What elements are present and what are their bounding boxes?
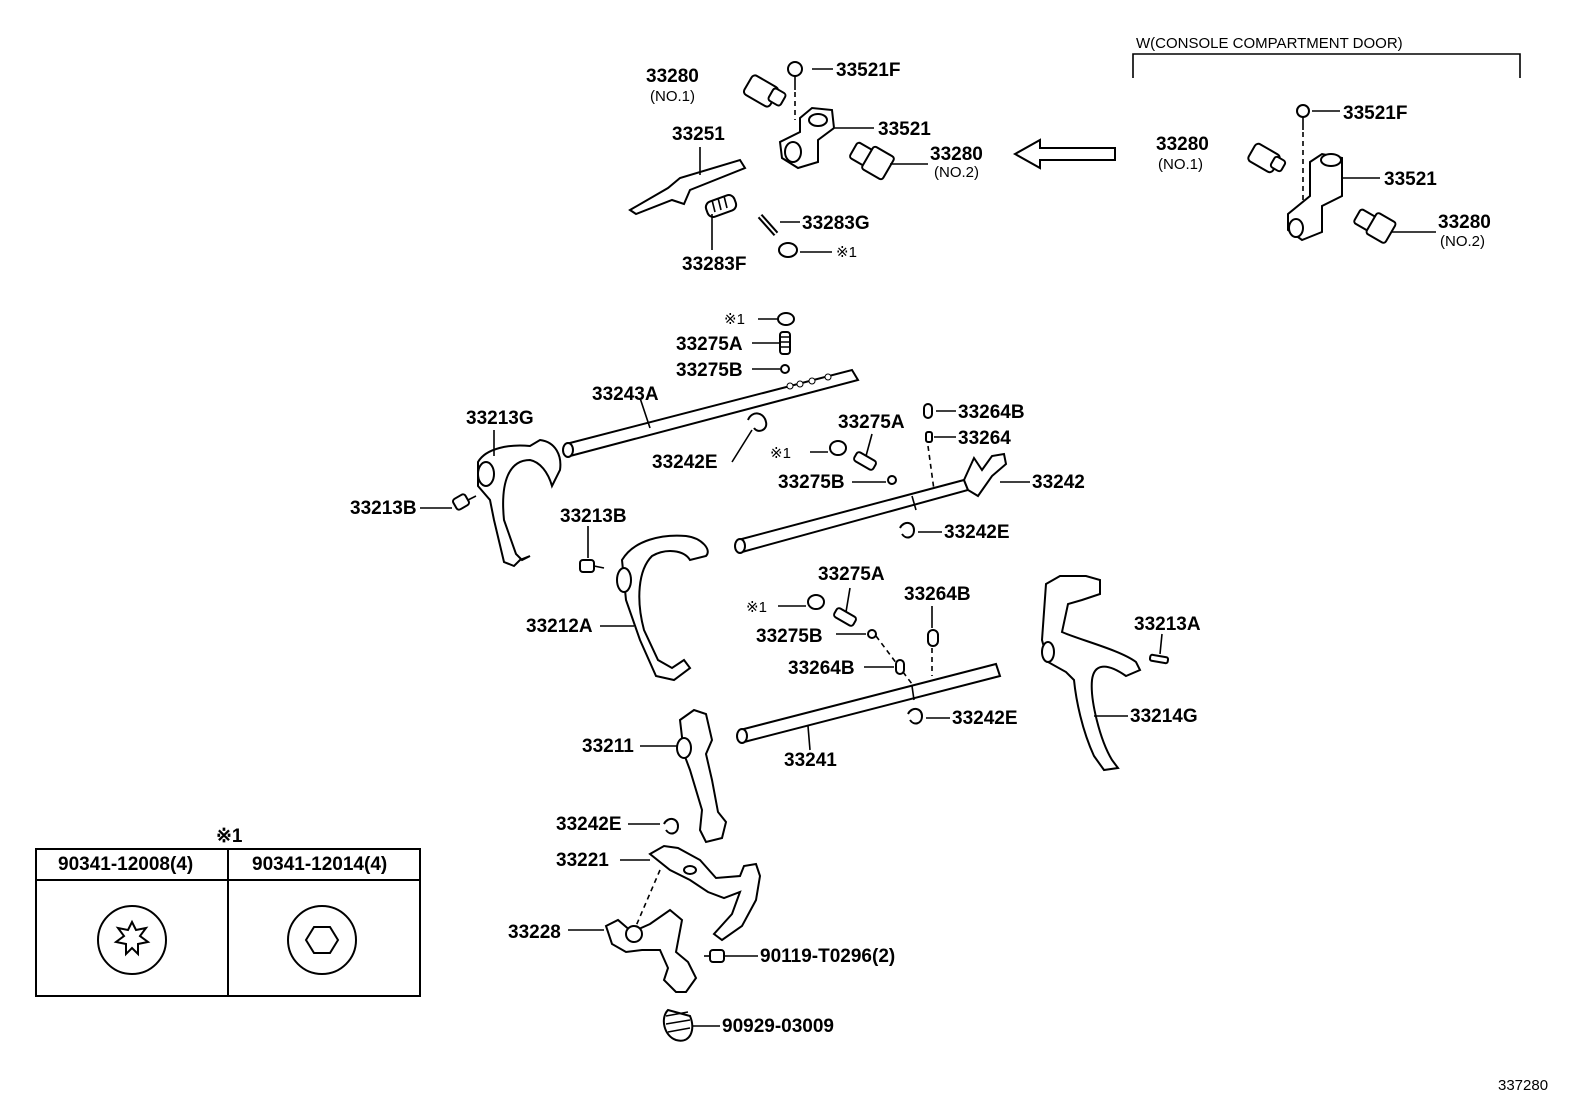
fork-33214g bbox=[1040, 575, 1142, 772]
label-33280-no2: 33280 bbox=[930, 144, 983, 165]
label-33521f: 33521F bbox=[836, 60, 900, 81]
lever-33228 bbox=[568, 908, 698, 993]
label-33241: 33241 bbox=[784, 750, 837, 771]
bolt-33521f bbox=[787, 61, 833, 120]
label-33251: 33251 bbox=[672, 124, 725, 145]
bolt-33213b-1 bbox=[420, 493, 477, 511]
pin-33283g bbox=[757, 214, 800, 236]
variant-bracket bbox=[1132, 53, 1521, 78]
direction-arrow bbox=[1012, 138, 1116, 170]
spring-33283f bbox=[704, 194, 738, 250]
shaft-33242 bbox=[734, 403, 1030, 554]
label-33275a-3: 33275A bbox=[818, 564, 885, 585]
label-33264b-3: 33264B bbox=[788, 658, 855, 679]
label-33213a: 33213A bbox=[1134, 614, 1201, 635]
label-90929: 90929-03009 bbox=[722, 1016, 834, 1037]
label-33275b-1: 33275B bbox=[676, 360, 743, 381]
label-33243a: 33243A bbox=[592, 384, 659, 405]
fork-33212a bbox=[600, 534, 709, 682]
hex-socket-bolt-head-icon bbox=[287, 905, 357, 975]
lever-33221 bbox=[620, 844, 762, 942]
plug-33280-no2 bbox=[849, 141, 928, 181]
label-no2: (NO.2) bbox=[934, 164, 979, 181]
label-33213b-1: 33213B bbox=[350, 498, 417, 519]
torx-bolt-head-icon bbox=[97, 905, 167, 975]
label-33521: 33521 bbox=[878, 119, 931, 140]
legend-col2-header: 90341-12014(4) bbox=[252, 854, 387, 875]
label-note1-shaft-b: ※1 bbox=[770, 445, 791, 462]
label-note1-shaft-a: ※1 bbox=[724, 311, 745, 328]
label-33242e-4: 33242E bbox=[556, 814, 622, 835]
label-33221: 33221 bbox=[556, 850, 609, 871]
label-33242e-3: 33242E bbox=[952, 708, 1018, 729]
figure-id: 337280 bbox=[1498, 1077, 1548, 1094]
label-33280-no1: 33280 bbox=[646, 66, 699, 87]
label-no1: (NO.1) bbox=[650, 88, 695, 105]
label-r-33521f: 33521F bbox=[1343, 103, 1407, 124]
legend-col1-header: 90341-12008(4) bbox=[58, 854, 193, 875]
label-33212a: 33212A bbox=[526, 616, 593, 637]
variant-assembly bbox=[1247, 104, 1436, 244]
legend-mark: ※1 bbox=[216, 826, 243, 847]
label-r-33521: 33521 bbox=[1384, 169, 1437, 190]
label-33275b-3: 33275B bbox=[756, 626, 823, 647]
label-note1-top: ※1 bbox=[836, 244, 857, 261]
label-33283g: 33283G bbox=[802, 213, 870, 234]
variant-header: W(CONSOLE COMPARTMENT DOOR) bbox=[1136, 35, 1403, 52]
fastener-legend-table bbox=[35, 848, 421, 997]
label-note1-shaft-c: ※1 bbox=[746, 599, 767, 616]
label-33275a-1: 33275A bbox=[676, 334, 743, 355]
label-r-no1: (NO.1) bbox=[1158, 156, 1203, 173]
label-33228: 33228 bbox=[508, 922, 561, 943]
label-33264b-2: 33264B bbox=[904, 584, 971, 605]
plug-33280-no1 bbox=[742, 74, 787, 108]
label-33275a-2: 33275A bbox=[838, 412, 905, 433]
label-r-33280-no1: 33280 bbox=[1156, 134, 1209, 155]
label-33214g: 33214G bbox=[1130, 706, 1198, 727]
shaft-33241 bbox=[736, 587, 1002, 751]
label-33242e-1: 33242E bbox=[652, 452, 718, 473]
label-90119: 90119-T0296(2) bbox=[760, 946, 895, 967]
bolt-90119 bbox=[704, 949, 758, 963]
spring-90929 bbox=[662, 1008, 720, 1042]
label-33275b-2: 33275B bbox=[778, 472, 845, 493]
fork-33213g bbox=[477, 430, 562, 568]
label-r-33280-no2: 33280 bbox=[1438, 212, 1491, 233]
pin-33213a bbox=[1148, 633, 1170, 665]
label-r-no2: (NO.2) bbox=[1440, 233, 1485, 250]
clip-33242e-4 bbox=[628, 818, 680, 835]
label-33242e-2: 33242E bbox=[944, 522, 1010, 543]
label-33242: 33242 bbox=[1032, 472, 1085, 493]
label-33264: 33264 bbox=[958, 428, 1011, 449]
bolt-33213b-2 bbox=[579, 526, 605, 573]
label-33213b-2: 33213B bbox=[560, 506, 627, 527]
lever-33211 bbox=[640, 708, 728, 844]
label-33213g: 33213G bbox=[466, 408, 534, 429]
lever-33251 bbox=[628, 147, 747, 216]
label-33211: 33211 bbox=[582, 736, 634, 757]
label-33283f: 33283F bbox=[682, 254, 746, 275]
shaft-33243a bbox=[562, 312, 860, 463]
label-33264b-1: 33264B bbox=[958, 402, 1025, 423]
plug-note1-top bbox=[778, 242, 832, 258]
shift-lever-housing-assembly bbox=[628, 61, 928, 258]
housing-33521 bbox=[778, 106, 874, 170]
